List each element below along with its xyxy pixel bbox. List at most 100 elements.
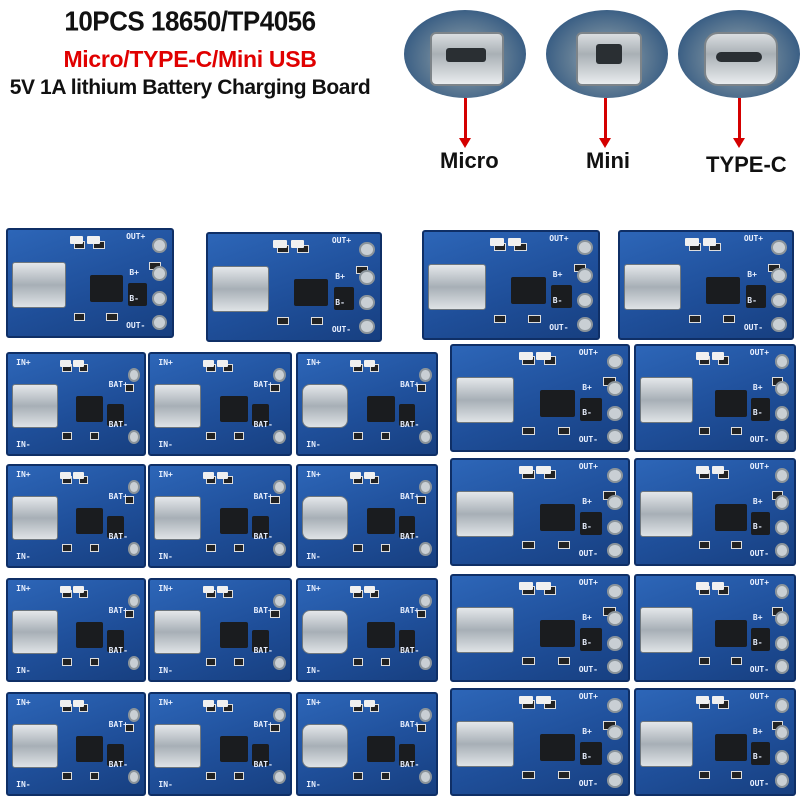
silkscreen-label: BAT+ <box>253 720 273 729</box>
silkscreen-label: IN+ <box>306 470 321 479</box>
silkscreen-label: IN- <box>306 440 321 449</box>
ic-chip-icon <box>252 516 269 538</box>
led-icon <box>536 582 551 590</box>
led-icon <box>73 472 85 479</box>
ic-chip-icon <box>551 285 572 309</box>
silkscreen-label: B- <box>552 295 563 305</box>
silkscreen-label: IN+ <box>158 358 173 367</box>
solder-pad-icon <box>606 611 623 626</box>
led-icon <box>696 696 709 704</box>
resistor-icon <box>311 316 324 326</box>
silkscreen-label: IN- <box>306 780 321 789</box>
resistor-icon <box>522 427 535 436</box>
led-icon <box>59 360 71 367</box>
silkscreen-label: B+ <box>582 613 592 623</box>
silkscreen-label: BAT- <box>400 760 420 769</box>
solder-pad-icon <box>273 480 286 494</box>
solder-pad-icon <box>127 708 140 722</box>
usb-connector-icon <box>12 610 58 654</box>
resistor-icon <box>124 496 135 504</box>
silkscreen-label: B+ <box>752 727 763 737</box>
usb-connector-icon <box>302 496 349 540</box>
solder-pad-icon <box>606 468 623 483</box>
resistor-icon <box>206 658 216 666</box>
ic-chip-icon <box>90 274 123 303</box>
solder-pad-icon <box>771 268 787 283</box>
silkscreen-label: IN- <box>158 440 173 449</box>
silkscreen-label: BAT- <box>400 532 420 541</box>
resistor-icon <box>353 772 363 780</box>
silkscreen-label: IN- <box>158 552 173 561</box>
led-icon <box>73 586 85 593</box>
type-c-arrow <box>733 98 745 148</box>
charging-board-image: IN+IN-BAT+BAT- <box>6 578 146 682</box>
solder-pad-icon <box>419 656 432 670</box>
charging-board-image: IN+IN-BAT+BAT- <box>6 352 146 456</box>
usb-connector-icon <box>302 610 349 654</box>
usb-connector-icon <box>154 724 201 768</box>
led-icon <box>350 360 362 367</box>
solder-pad-icon <box>606 773 623 788</box>
solder-pad-icon <box>775 429 790 444</box>
silkscreen-label: BAT+ <box>400 606 420 615</box>
ic-chip-icon <box>580 398 602 421</box>
resistor-icon <box>124 724 135 732</box>
led-icon <box>203 586 215 593</box>
resistor-icon <box>416 496 427 504</box>
ic-chip-icon <box>76 622 104 648</box>
ic-chip-icon <box>76 508 104 534</box>
silkscreen-label: BAT- <box>108 646 128 655</box>
resistor-icon <box>89 658 100 666</box>
solder-pad-icon <box>606 406 623 421</box>
silkscreen-label: B- <box>752 752 763 762</box>
silkscreen-label: BAT+ <box>400 720 420 729</box>
resistor-icon <box>353 544 363 552</box>
silkscreen-label: OUT+ <box>749 578 770 588</box>
ic-chip-icon <box>398 404 416 426</box>
resistor-icon <box>557 771 570 780</box>
led-icon <box>203 472 215 479</box>
solder-pad-icon <box>419 542 432 556</box>
ic-chip-icon <box>107 404 124 426</box>
ic-chip-icon <box>540 389 576 417</box>
ic-chip-icon <box>745 285 767 309</box>
solder-pad-icon <box>577 316 593 332</box>
ic-chip-icon <box>252 404 269 426</box>
silkscreen-label: BAT+ <box>108 720 128 729</box>
resistor-icon <box>699 657 711 666</box>
led-icon <box>203 360 215 367</box>
silkscreen-label: BAT- <box>400 646 420 655</box>
ic-chip-icon <box>367 396 395 422</box>
solder-pad-icon <box>775 750 790 765</box>
solder-pad-icon <box>152 314 168 330</box>
led-icon <box>350 472 362 479</box>
solder-pad-icon <box>606 520 623 535</box>
resistor-icon <box>234 658 244 666</box>
solder-pad-icon <box>273 656 286 670</box>
usb-connector-icon <box>640 491 693 537</box>
usb-connector-icon <box>640 607 693 653</box>
solder-pad-icon <box>606 354 623 369</box>
silkscreen-label: B- <box>752 408 763 418</box>
led-icon <box>364 472 376 479</box>
resistor-icon <box>234 772 244 780</box>
silkscreen-label: B+ <box>335 272 345 282</box>
silkscreen-label: B+ <box>582 383 592 393</box>
silkscreen-label: OUT- <box>749 779 770 789</box>
solder-pad-icon <box>127 480 140 494</box>
silkscreen-label: IN+ <box>16 584 31 593</box>
led-icon <box>685 238 700 246</box>
ic-chip-icon <box>367 622 395 648</box>
solder-pad-icon <box>606 543 623 558</box>
solder-pad-icon <box>419 594 432 608</box>
led-icon <box>490 238 505 246</box>
solder-pad-icon <box>606 584 623 599</box>
silkscreen-label: IN+ <box>306 358 321 367</box>
solder-pad-icon <box>152 238 168 254</box>
micro-arrow <box>459 98 471 148</box>
resistor-icon <box>106 312 118 322</box>
resistor-icon <box>723 314 736 324</box>
led-icon <box>350 700 362 707</box>
silkscreen-label: IN- <box>158 666 173 675</box>
solder-pad-icon <box>775 468 790 483</box>
